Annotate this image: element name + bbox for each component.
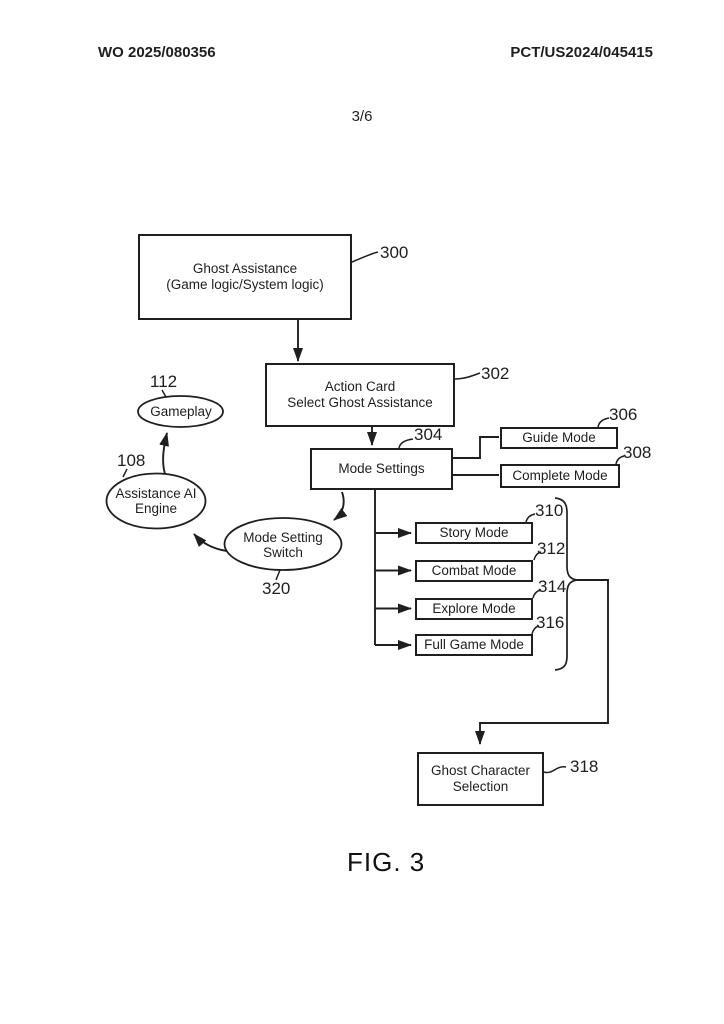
leader-308 (615, 455, 625, 465)
ref-108: 108 (117, 451, 146, 470)
leader-302 (454, 372, 481, 380)
ref-320: 320 (262, 579, 291, 598)
leader-312 (533, 551, 542, 561)
ref-300: 300 (380, 243, 409, 262)
leader-304 (398, 438, 414, 449)
node-action-card: Action Card Select Ghost Assistance (265, 363, 455, 427)
node-ghost-character-selection: Ghost Character Selection (417, 752, 544, 806)
ref-314: 314 (538, 577, 567, 596)
node-label-line: Mode Setting (243, 530, 323, 545)
node-gameplay: Gameplay (140, 403, 222, 420)
arrow-mode-settings-to-switch (333, 491, 348, 521)
leader-310 (525, 513, 536, 523)
node-label-line: Switch (263, 545, 303, 560)
node-explore-mode: Explore Mode (415, 597, 533, 620)
arrow-ai-engine-to-gameplay (159, 432, 169, 475)
mode-setting-switch-ellipse (223, 517, 343, 571)
node-label-line: Mode Settings (338, 461, 425, 476)
ref-310: 310 (535, 501, 564, 520)
leader-108 (122, 468, 128, 478)
node-label-line: Ghost Character (430, 763, 531, 778)
node-label-line: Explore Mode (432, 600, 516, 616)
node-label-line: Story Mode (439, 525, 509, 540)
ref-318: 318 (570, 757, 599, 776)
node-label-line: Selection (452, 779, 509, 794)
node-label-line: Full Game Mode (424, 637, 524, 652)
sheet-number: 3/6 (351, 108, 373, 125)
node-guide-mode: Guide Mode (500, 427, 618, 449)
node-assistance-ai-engine: Assistance AI Engine (106, 485, 206, 517)
ref-308: 308 (623, 443, 652, 462)
node-label-line: Combat Mode (431, 562, 517, 578)
node-label-line: Select Ghost Assistance (287, 395, 433, 410)
leader-318 (543, 766, 567, 774)
node-mode-settings: Mode Settings (310, 448, 453, 490)
leader-316 (531, 625, 540, 635)
node-label-line: Engine (134, 501, 178, 516)
node-label-line: Assistance AI (115, 486, 197, 501)
ref-304: 304 (414, 425, 443, 444)
node-complete-mode: Complete Mode (500, 464, 620, 488)
leader-306 (597, 417, 610, 428)
ref-306: 306 (609, 405, 638, 424)
ref-312: 312 (537, 539, 566, 558)
arrow-modes-to-ghost-character-selection (475, 579, 609, 745)
leader-320 (275, 569, 281, 581)
node-label-line: Gameplay (150, 404, 212, 419)
figure-caption: FIG. 3 (347, 847, 426, 877)
node-story-mode: Story Mode (415, 522, 533, 544)
node-label-line: (Game logic/System logic) (166, 277, 324, 292)
ref-112: 112 (150, 372, 178, 391)
application-number: PCT/US2024/045415 (510, 44, 653, 61)
node-label-line: Complete Mode (512, 468, 608, 483)
node-ghost-assistance: Ghost Assistance (Game logic/System logi… (138, 234, 352, 320)
leader-300 (351, 251, 379, 263)
node-mode-setting-switch: Mode Setting Switch (224, 529, 342, 561)
gameplay-ellipse (137, 395, 224, 428)
leader-314 (532, 589, 542, 599)
publication-number: WO 2025/080356 (98, 44, 216, 61)
ref-316: 316 (536, 613, 565, 632)
node-full-game-mode: Full Game Mode (415, 634, 533, 656)
node-label-line: Ghost Assistance (192, 261, 298, 276)
leader-112 (161, 389, 167, 398)
node-label-line: Guide Mode (522, 430, 596, 445)
arrow-switch-to-ai-engine (193, 533, 228, 552)
ref-302: 302 (481, 364, 510, 383)
line-mode-settings-to-guide-mode (453, 436, 499, 459)
node-combat-mode: Combat Mode (415, 559, 533, 582)
node-label-line: Action Card (324, 379, 396, 394)
assistance-ai-engine-ellipse (105, 472, 207, 530)
